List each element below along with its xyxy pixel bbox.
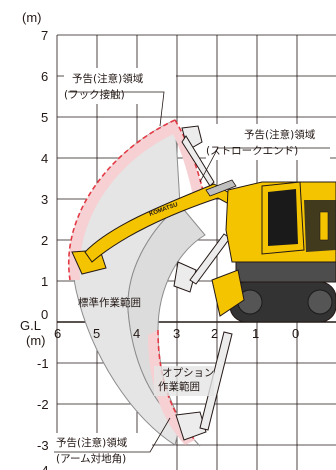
bucket-bottom-icon [175, 411, 207, 441]
y-tick-2: 2 [41, 233, 48, 248]
x-tick-2: 2 [211, 326, 218, 341]
y-tick-minus-4: -4 [37, 463, 49, 470]
arm-callout-line1: 予告(注意)領域 [56, 436, 128, 449]
y-tick-0: 0 [41, 307, 48, 322]
y-axis: (m) 7 6 5 4 3 2 1 0 G.L (m) -1 -2 -3 -4 [20, 10, 49, 470]
standard-zone-label: 標準作業範囲 [78, 296, 141, 309]
y-tick-3: 3 [41, 192, 48, 207]
hook-callout-leader [68, 91, 165, 127]
y-tick-minus-3: -3 [37, 438, 49, 453]
stroke-callout-line1: 予告(注意)領域 [244, 128, 316, 141]
arm-callout-line2: (アーム対地角) [56, 452, 126, 465]
dozer-blade [211, 269, 245, 317]
hook-callout-line2: (フック接触) [64, 88, 125, 101]
option-zone-label-line2: 作業範囲 [158, 380, 200, 393]
y-tick-minus-1: -1 [37, 356, 49, 371]
stroke-callout-box [206, 124, 330, 160]
boom-cylinder [205, 179, 237, 197]
y-tick-7: 7 [41, 28, 48, 43]
stroke-callout-leader [199, 147, 330, 183]
ground-label: G.L [20, 318, 41, 333]
y-tick-minus-2: -2 [37, 397, 49, 412]
stroke-callout-line2: (ストロークエンド) [206, 145, 298, 157]
arm-bottom-icon [199, 331, 233, 431]
x-tick-6: 6 [54, 326, 61, 341]
x-tick-5: 5 [93, 326, 100, 341]
y-tick-6: 6 [41, 69, 48, 84]
hook-warning-line [67, 119, 176, 281]
bucket-mid-icon [173, 261, 197, 293]
ground-unit: (m) [26, 333, 46, 348]
cab-window [268, 189, 298, 246]
sprocket-wheel [307, 289, 333, 315]
option-zone-label-line1: オプション [162, 367, 215, 379]
arm-callout-leader [54, 417, 171, 453]
x-tick-1: 1 [252, 326, 259, 341]
hook-callout-box [64, 68, 176, 104]
track-frame [235, 261, 336, 283]
callouts: 予告(注意)領域 (フック接触) 予告(注意)領域 (ストロークエンド) 予告(… [52, 68, 330, 470]
cab-handle [319, 211, 329, 241]
y-axis-unit: (m) [22, 10, 42, 25]
stroke-warning-band [170, 120, 205, 205]
y-tick-5: 5 [41, 110, 48, 125]
excavator-icon: KOMATSU [84, 179, 336, 323]
zone-labels: 標準作業範囲 オプション 作業範囲 [78, 296, 215, 396]
working-range-zones [67, 119, 206, 447]
x-axis: 6 5 4 3 2 1 0 [54, 326, 299, 341]
x-tick-0: 0 [292, 326, 299, 341]
x-tick-4: 4 [133, 326, 140, 341]
x-tick-3: 3 [173, 326, 180, 341]
hook-callout-line1: 予告(注意)領域 [72, 72, 144, 85]
y-tick-1: 1 [41, 274, 48, 289]
arm-callout-box [52, 433, 152, 470]
y-tick-4: 4 [41, 151, 48, 166]
